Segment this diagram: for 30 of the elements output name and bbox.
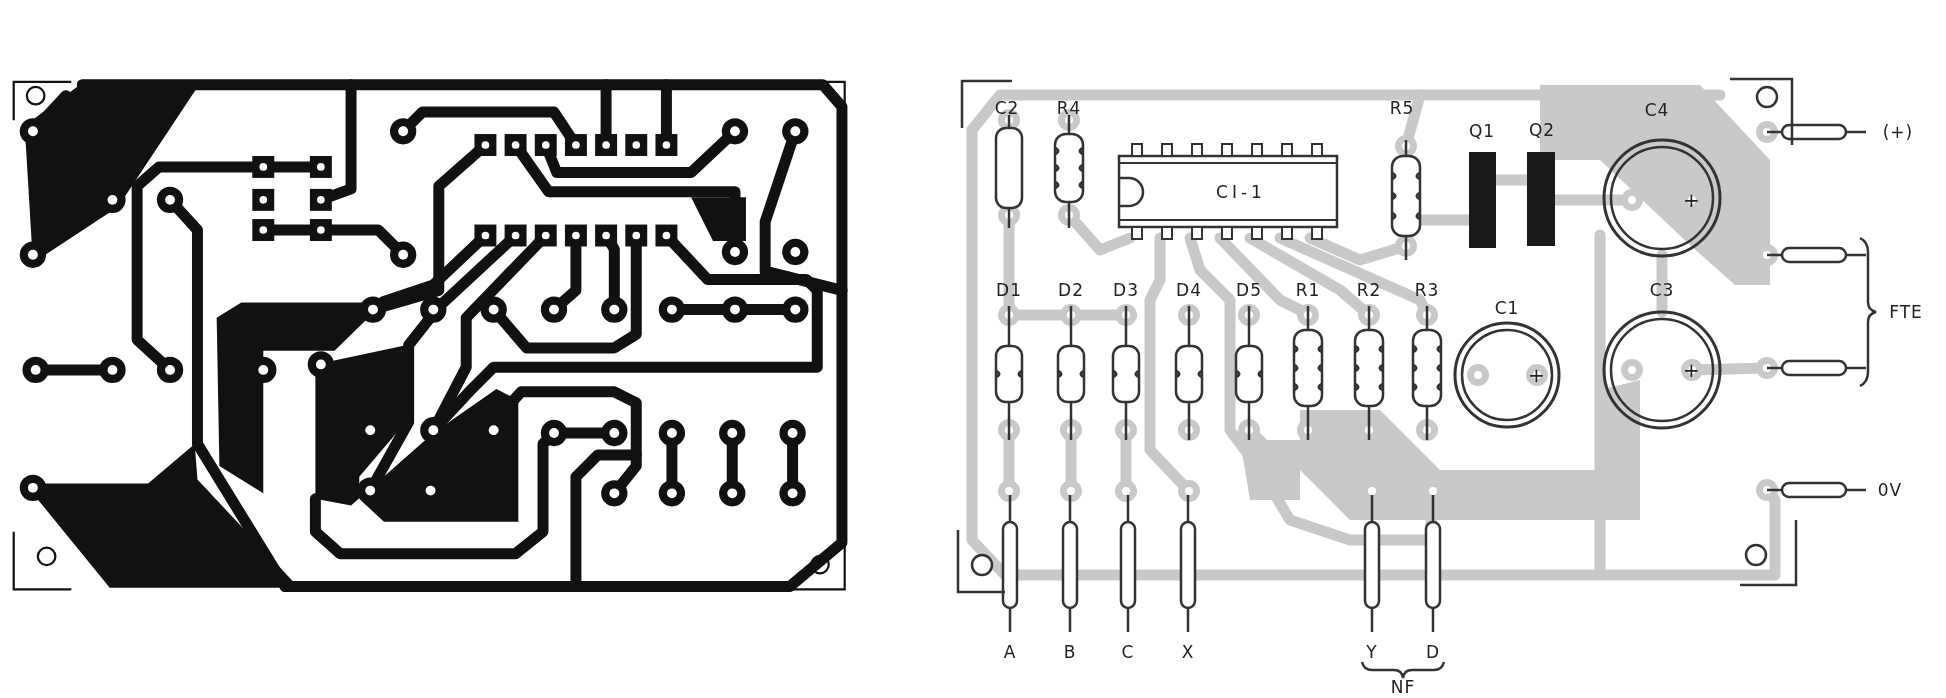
part-label: C1 xyxy=(1494,299,1520,317)
part-label: C3 xyxy=(1649,281,1675,299)
part-label: C4 xyxy=(1644,101,1670,119)
terminal-label: FTE xyxy=(1889,303,1923,321)
part-label: D4 xyxy=(1176,281,1202,299)
part-label: D1 xyxy=(996,281,1022,299)
part-label: R5 xyxy=(1389,99,1415,117)
part-label: D5 xyxy=(1236,281,1262,299)
part-label: Q1 xyxy=(1468,122,1496,140)
terminal-label: (+) xyxy=(1882,123,1914,141)
part-label: D2 xyxy=(1058,281,1084,299)
polarity-mark: + xyxy=(1683,360,1701,380)
terminal-label: B xyxy=(1063,643,1077,661)
part-label: CI-1 xyxy=(1216,183,1266,201)
part-label: R1 xyxy=(1295,281,1321,299)
terminal-label: Y xyxy=(1366,643,1378,661)
terminal-label: A xyxy=(1003,643,1017,661)
part-label: D3 xyxy=(1113,281,1139,299)
terminal-label: C xyxy=(1121,643,1135,661)
polarity-mark: + xyxy=(1528,365,1546,385)
part-label: R3 xyxy=(1414,281,1440,299)
part-label: R2 xyxy=(1356,281,1382,299)
part-label: Q2 xyxy=(1528,121,1556,139)
part-label: C2 xyxy=(994,99,1020,117)
part-label: R4 xyxy=(1056,99,1082,117)
polarity-mark: + xyxy=(1683,190,1701,210)
terminal-label: NF xyxy=(1390,678,1416,696)
terminal-label: 0V xyxy=(1877,481,1903,499)
terminal-label: D xyxy=(1425,643,1441,661)
terminal-label: X xyxy=(1181,643,1195,661)
